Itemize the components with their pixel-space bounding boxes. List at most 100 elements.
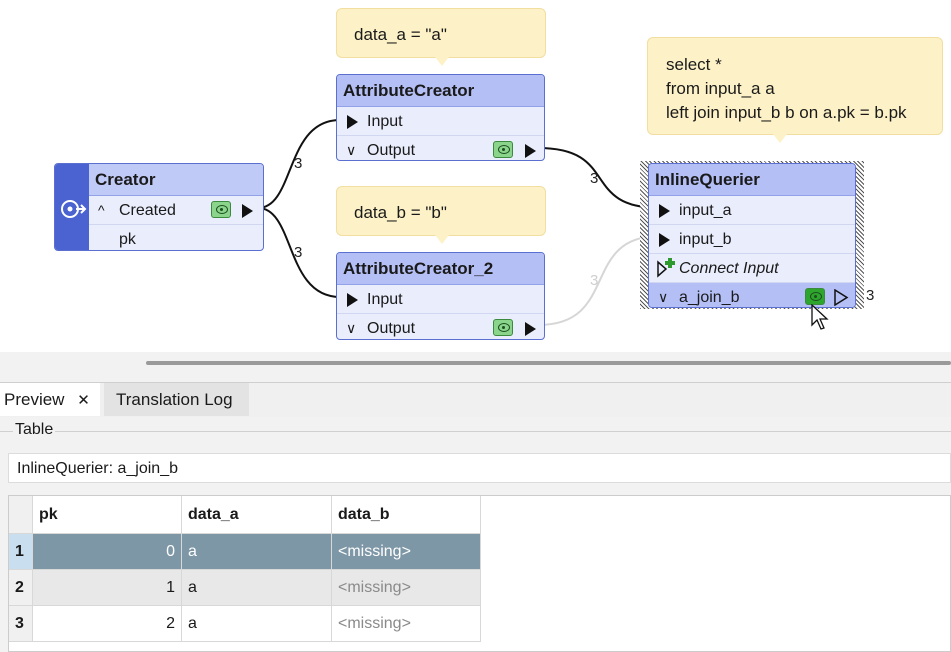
chevron-down-icon[interactable]: ∨ [346,142,357,158]
add-input-icon[interactable] [656,254,676,292]
output-count-label: 3 [866,287,875,304]
corner-header[interactable] [9,496,33,534]
input-port[interactable]: Input [337,285,544,314]
note-text: left join input_b b on a.pk = b.pk [666,103,907,122]
connection-wires [257,119,661,326]
cell-data-a[interactable]: a [181,569,332,606]
cell-pk[interactable]: 1 [32,569,182,606]
creator-icon-bar [55,164,89,250]
port-label: Output [367,142,416,159]
output-arrow-icon[interactable] [833,289,849,306]
wire-ac1-iq[interactable] [537,147,661,209]
row-number[interactable]: 3 [9,605,33,642]
chevron-up-icon[interactable]: ^ [98,202,105,218]
port-label: a_join_b [679,289,740,306]
attribute-creator-2-node[interactable]: AttributeCreator_2 Input ∨ Output [336,252,545,340]
close-icon[interactable]: ✕ [77,392,90,409]
note-tail [435,57,449,66]
creator-node[interactable]: Creator ^ Created pk [54,163,264,251]
cell-pk[interactable]: 0 [32,533,182,570]
inspect-eye-icon[interactable] [493,319,513,336]
cell-data-b[interactable]: <missing> [331,569,481,606]
output-arrow-icon[interactable] [242,204,253,218]
output-port-created[interactable]: ^ Created [89,196,263,225]
preview-panel: Table InlineQuerier: a_join_b pk data_a … [0,417,951,652]
cell-data-b[interactable]: <missing> [331,605,481,642]
input-arrow-icon [347,293,358,307]
workspace-canvas[interactable]: 3 3 3 3 data_a = "a" data_b = "b" select… [0,0,951,352]
note-tail [773,134,787,143]
column-header-pk[interactable]: pk [32,496,182,534]
wire-count-label: 3 [294,155,303,172]
input-arrow-icon [659,233,670,247]
connect-input-port[interactable]: Connect Input [649,254,855,283]
wire-count-label: 3 [590,272,599,289]
port-label: Output [367,320,416,337]
note-text: data_b = "b" [354,203,447,222]
inspect-eye-icon[interactable] [805,288,825,305]
annotation-note-data-a[interactable]: data_a = "a" [336,8,546,66]
tab-translation-log[interactable]: Translation Log [104,383,249,416]
cell-data-a[interactable]: a [181,533,332,570]
cell-pk[interactable]: 2 [32,605,182,642]
node-title: InlineQuerier [649,164,855,196]
note-tail [435,235,449,244]
mouse-cursor-icon [811,304,829,330]
inspect-eye-icon[interactable] [493,141,513,158]
output-arrow-icon[interactable] [525,144,536,158]
port-label: input_a [679,202,732,219]
output-port[interactable]: ∨ Output [337,314,544,339]
creator-icon [61,200,87,218]
row-number[interactable]: 2 [9,569,33,606]
column-header-data-a[interactable]: data_a [181,496,332,534]
attribute-pk: pk [89,225,263,250]
inspect-eye-icon[interactable] [211,201,231,218]
input-arrow-icon [659,204,670,218]
wire-count-label: 3 [294,244,303,261]
group-divider [0,431,951,432]
output-arrow-icon[interactable] [525,322,536,336]
table-row[interactable]: 1 0 a <missing> [9,533,481,570]
input-port[interactable]: Input [337,107,544,136]
port-label: input_b [679,231,732,248]
tab-label: Preview [4,390,65,409]
bottom-tab-bar: Preview ✕ Translation Log [0,383,951,417]
cell-data-b[interactable]: <missing> [331,533,481,570]
table-row[interactable]: 3 2 a <missing> [9,605,481,642]
column-header-data-b[interactable]: data_b [331,496,481,534]
annotation-note-data-b[interactable]: data_b = "b" [336,186,546,244]
annotation-note-sql[interactable]: select * from input_a a left join input_… [647,37,943,143]
port-label: Input [367,113,403,130]
input-port-input-b[interactable]: input_b [649,225,855,254]
tab-preview[interactable]: Preview ✕ [0,383,100,416]
output-port-a-join-b[interactable]: ∨ a_join_b [649,283,855,307]
port-label: Input [367,291,403,308]
port-label: Connect Input [679,260,779,277]
node-title: AttributeCreator_2 [337,253,544,285]
node-title: AttributeCreator [337,75,544,107]
chevron-down-icon[interactable]: ∨ [346,320,357,336]
tab-label: Translation Log [116,390,233,409]
input-arrow-icon [347,115,358,129]
inline-querier-node[interactable]: InlineQuerier input_a input_b Connect In… [648,163,856,308]
wire-ac2-iq[interactable] [537,235,661,326]
wire-creator-ac1[interactable] [257,119,341,209]
cell-data-a[interactable]: a [181,605,332,642]
node-title: Creator [89,164,263,196]
table-row[interactable]: 2 1 a <missing> [9,569,481,606]
row-number[interactable]: 1 [9,533,33,570]
table-name-field: InlineQuerier: a_join_b [8,453,951,483]
wire-creator-ac2[interactable] [257,207,341,298]
chevron-down-icon[interactable]: ∨ [658,289,669,305]
attribute-creator-node[interactable]: AttributeCreator Input ∨ Output [336,74,545,161]
panel-splitter[interactable] [0,352,951,383]
note-text: from input_a a [666,79,775,98]
input-port-input-a[interactable]: input_a [649,196,855,225]
horizontal-scrollbar[interactable] [146,361,951,365]
group-label: Table [13,421,56,439]
output-port[interactable]: ∨ Output [337,136,544,160]
note-text: select * [666,55,722,74]
port-label: Created [119,202,176,219]
note-text: data_a = "a" [354,25,447,44]
data-table[interactable]: pk data_a data_b 1 0 a <missing> 2 1 a <… [8,495,951,652]
